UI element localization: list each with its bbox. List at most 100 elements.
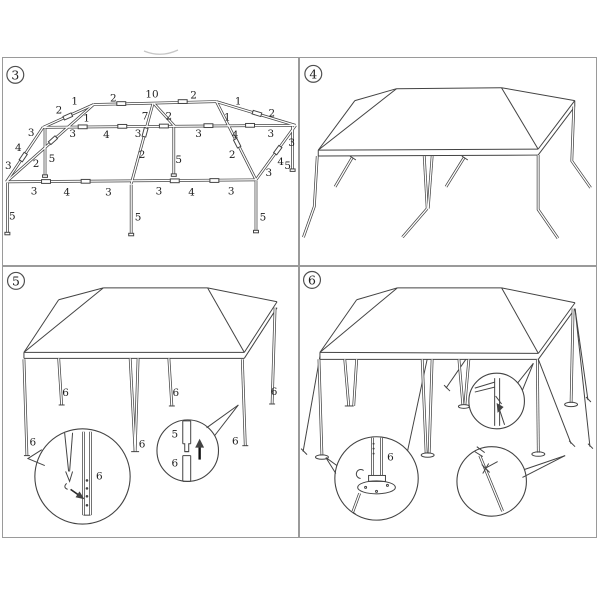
part-label-6: 6 — [30, 437, 37, 449]
inset-leg-tube — [82, 431, 92, 516]
part-label-5: 5 — [175, 154, 182, 166]
part-label-3: 3 — [195, 128, 202, 140]
detail-inset-pole-join — [156, 419, 220, 482]
part-label-4: 4 — [188, 187, 195, 199]
detail-inset-rope-hook — [468, 372, 525, 430]
svg-text:5: 5 — [12, 273, 20, 288]
inset-tail — [26, 449, 45, 466]
leg-feet — [23, 403, 276, 457]
part-label-3: 3 — [228, 186, 235, 198]
part-label-3: 3 — [31, 186, 38, 198]
part-label-6: 6 — [96, 470, 103, 482]
inset-corner-detail — [474, 378, 506, 426]
canopy-roof — [23, 287, 278, 359]
part-label-4: 4 — [103, 129, 110, 141]
part-label-3: 3 — [28, 127, 35, 139]
extended-legs — [317, 308, 575, 456]
inset-tail — [522, 455, 566, 478]
leg-base-plates — [314, 401, 579, 460]
part-label-10: 10 — [145, 89, 158, 101]
inset-tube-holes — [372, 442, 375, 455]
step-5-panel: 6 6 6 6 6 6 6 5 6 5 — [2, 266, 299, 538]
part-number-labels: 6 — [387, 452, 394, 464]
part-label-2: 2 — [269, 107, 276, 119]
inset-arrow — [70, 488, 85, 500]
part-label-3: 3 — [5, 160, 12, 172]
part-label-5: 5 — [260, 211, 267, 223]
part-label-2: 2 — [33, 158, 40, 170]
part-label-3: 3 — [288, 137, 295, 149]
inset-stake-shaft — [479, 455, 504, 512]
folded-legs — [302, 106, 592, 240]
part-label-1: 1 — [235, 96, 242, 108]
part-label-6: 6 — [387, 452, 394, 464]
part-label-4: 4 — [64, 187, 71, 199]
part-label-2: 2 — [110, 93, 117, 105]
part-label-5: 5 — [172, 429, 179, 441]
part-label-2: 2 — [229, 149, 236, 161]
part-label-2: 2 — [56, 104, 63, 116]
part-label-4: 4 — [15, 142, 22, 154]
part-label-4: 4 — [277, 156, 284, 168]
connector-sleeves — [4, 99, 296, 237]
inset-plate-detail — [352, 469, 396, 515]
part-label-2: 2 — [166, 110, 173, 122]
step-number-badge: 3 — [6, 65, 25, 84]
svg-text:3: 3 — [11, 68, 19, 82]
part-label-3: 3 — [268, 128, 275, 140]
part-label-2: 2 — [139, 149, 146, 161]
part-label-3: 3 — [69, 128, 76, 140]
guy-ropes — [300, 308, 594, 476]
part-label-7: 7 — [142, 110, 149, 122]
part-label-3: 3 — [105, 187, 112, 199]
part-label-5: 5 — [9, 210, 16, 222]
frame-bars — [5, 100, 297, 234]
part-label-3: 3 — [156, 186, 163, 198]
step-number-badge: 6 — [302, 270, 322, 289]
inset-pole-parts — [182, 420, 192, 482]
part-label-6: 6 — [232, 436, 239, 448]
tent-diagram: 6 6 — [300, 270, 594, 521]
part-label-3: 3 — [266, 167, 273, 179]
inset-stake-detail — [474, 446, 498, 474]
frame-diagram: 210212121212722343343343343343343555555 … — [4, 65, 297, 237]
tent-diagram: 6 6 6 6 6 6 6 5 6 5 — [6, 271, 278, 525]
part-label-6: 6 — [271, 386, 278, 398]
extended-legs — [318, 308, 574, 456]
part-label-1: 1 — [224, 111, 231, 123]
inset-tail — [325, 457, 338, 474]
part-label-6: 6 — [139, 439, 146, 451]
part-label-6: 6 — [62, 387, 69, 399]
canopy-roof — [319, 287, 576, 360]
step-number-badge: 5 — [6, 271, 26, 290]
inset-leg-tube — [352, 437, 383, 513]
inset-pin — [64, 432, 91, 516]
part-number-labels: 6 6 6 6 6 6 6 5 6 — [30, 386, 278, 482]
part-label-5: 5 — [49, 153, 56, 165]
part-label-3: 3 — [135, 128, 142, 140]
canopy-roof — [317, 87, 576, 157]
step-number-badge: 4 — [304, 64, 323, 83]
inset-tail — [517, 362, 534, 391]
part-label-5: 5 — [284, 160, 291, 172]
detail-inset-base-plate — [334, 436, 419, 521]
inset-tail — [206, 404, 239, 437]
canopy-diagram: 4 — [302, 64, 592, 240]
svg-text:6: 6 — [308, 272, 316, 287]
part-label-6: 6 — [172, 458, 179, 470]
part-label-2: 2 — [190, 90, 197, 102]
part-label-5: 5 — [135, 211, 142, 223]
part-label-4: 4 — [232, 129, 239, 141]
cropped-diagram-arc — [143, 49, 179, 55]
inset-holes — [85, 479, 89, 507]
insert-arrow — [195, 438, 205, 460]
folded-legs — [302, 106, 592, 239]
svg-text:4: 4 — [309, 67, 317, 81]
frame-bars — [5, 100, 297, 234]
part-label-1: 1 — [71, 96, 78, 108]
inset-rope-knot — [496, 402, 504, 413]
part-label-6: 6 — [173, 387, 180, 399]
